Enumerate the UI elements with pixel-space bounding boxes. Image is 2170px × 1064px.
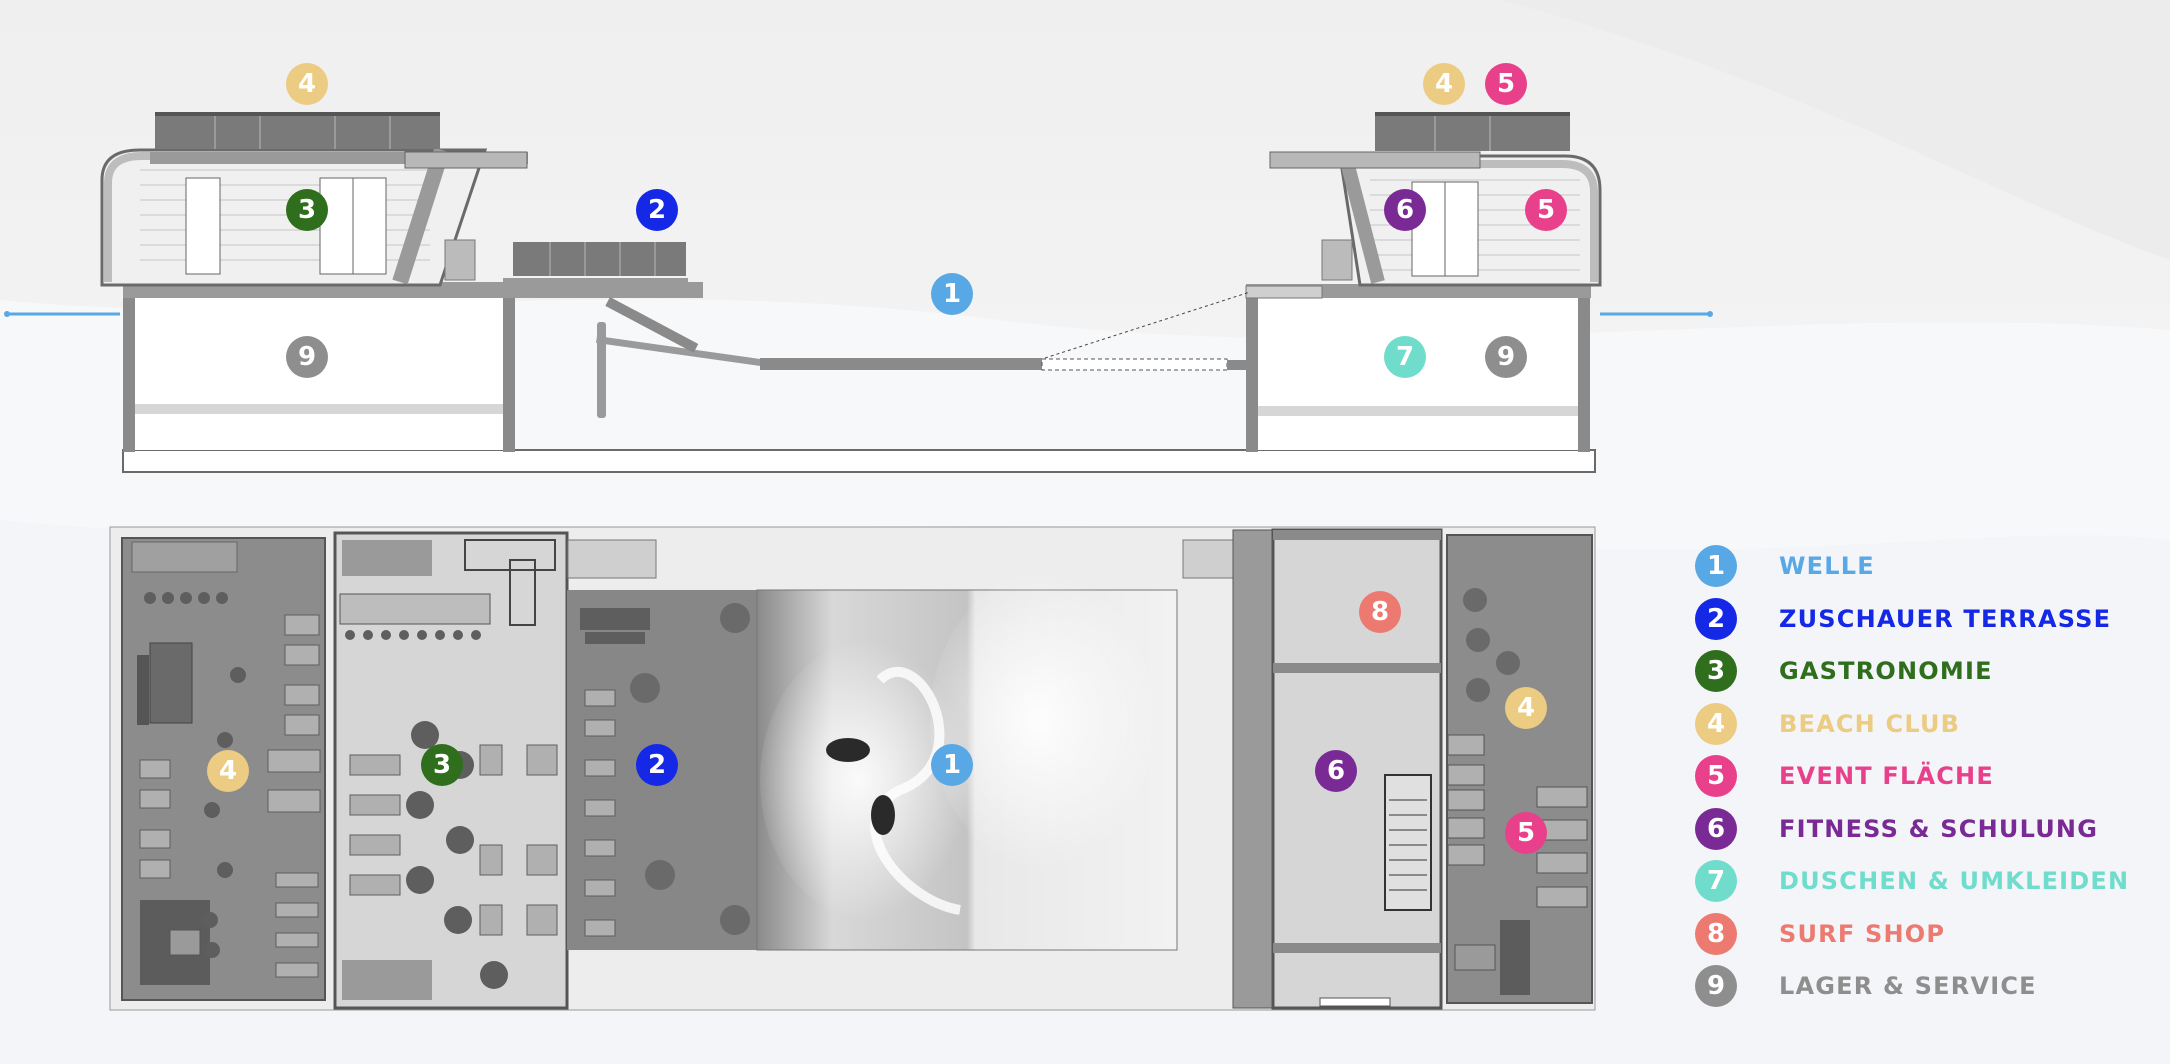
marker-event-plan: 5 [1505, 812, 1547, 854]
marker-spectator-terrace-elevation: 2 [636, 189, 678, 231]
terrace-railing [503, 242, 688, 288]
marker-beach-club-plan-left: 4 [207, 750, 249, 792]
plan-deck-left [567, 539, 657, 579]
section-elevation-drawing [4, 112, 1713, 473]
marker-gastronomy-elevation: 3 [286, 189, 328, 231]
legend-label: BEACH CLUB [1779, 709, 1961, 738]
plan-spectator-terrace [567, 590, 757, 950]
legend-number: 1 [1695, 545, 1737, 588]
marker-event-elevation-top: 5 [1485, 63, 1527, 105]
legend-number: 3 [1695, 650, 1737, 693]
surfer-icon [826, 738, 895, 835]
right-basement [1245, 284, 1591, 452]
legend-item-event-flaeche: 5 EVENT FLÄCHE [1695, 750, 2165, 803]
left-basement [123, 282, 703, 452]
marker-surf-shop-plan: 8 [1359, 591, 1401, 633]
legend-label: GASTRONOMIE [1779, 657, 1993, 686]
plan-surf-shop-fitness [1271, 528, 1443, 1010]
legend-label: FITNESS & SCHULUNG [1779, 814, 2099, 843]
marker-storage-elevation-left: 9 [286, 336, 328, 378]
wave-pool-section [596, 291, 1251, 418]
right-building [1269, 112, 1602, 287]
marker-fitness-plan: 6 [1315, 750, 1357, 792]
legend-item-duschen-umkleiden: 7 DUSCHEN & UMKLEIDEN [1695, 855, 2165, 908]
legend: 1 WELLE 2 ZUSCHAUER TERRASSE 3 GASTRONOM… [1695, 540, 2165, 1013]
legend-number: 5 [1695, 755, 1737, 798]
legend-label: WELLE [1779, 552, 1875, 581]
legend-number: 6 [1695, 807, 1737, 850]
base-slab [122, 449, 1596, 473]
marker-showers-elevation: 7 [1384, 336, 1426, 378]
legend-item-welle: 1 WELLE [1695, 540, 2165, 593]
legend-label: LAGER & SERVICE [1779, 972, 2037, 1001]
marker-gastronomy-plan: 3 [421, 744, 463, 786]
legend-number: 8 [1695, 912, 1737, 955]
legend-label: ZUSCHAUER TERRASSE [1779, 604, 2112, 633]
legend-item-lager-service: 9 LAGER & SERVICE [1695, 960, 2165, 1013]
marker-spectator-terrace-plan: 2 [636, 744, 678, 786]
marker-event-elevation-right: 5 [1525, 189, 1567, 231]
marker-beach-club-plan-right: 4 [1505, 687, 1547, 729]
marker-beach-club-elevation-right: 4 [1423, 63, 1465, 105]
legend-label: EVENT FLÄCHE [1779, 762, 1994, 791]
plan-service-strip [1232, 529, 1274, 1009]
legend-item-gastronomie: 3 GASTRONOMIE [1695, 645, 2165, 698]
legend-number: 2 [1695, 597, 1737, 640]
marker-wave-plan: 1 [931, 744, 973, 786]
legend-number: 7 [1695, 860, 1737, 903]
marker-storage-elevation-right: 9 [1485, 336, 1527, 378]
legend-label: SURF SHOP [1779, 919, 1946, 948]
legend-number: 9 [1695, 965, 1737, 1008]
legend-label: DUSCHEN & UMKLEIDEN [1779, 867, 2130, 896]
legend-number: 4 [1695, 702, 1737, 745]
legend-item-beach-club: 4 BEACH CLUB [1695, 698, 2165, 751]
marker-wave-elevation: 1 [931, 273, 973, 315]
plan-beach-club-right [1446, 534, 1593, 1004]
marker-beach-club-elevation-left: 4 [286, 63, 328, 105]
marker-fitness-elevation: 6 [1384, 189, 1426, 231]
legend-item-fitness-schulung: 6 FITNESS & SCHULUNG [1695, 803, 2165, 856]
legend-item-zuschauer-terrasse: 2 ZUSCHAUER TERRASSE [1695, 593, 2165, 646]
legend-item-surf-shop: 8 SURF SHOP [1695, 908, 2165, 961]
